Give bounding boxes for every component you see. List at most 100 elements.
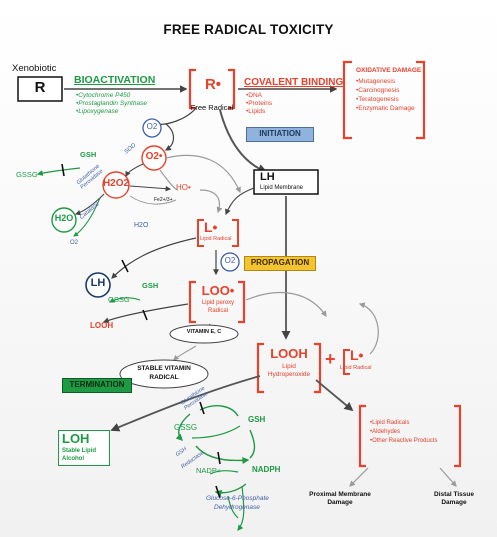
loh-box [58, 430, 110, 466]
lipid-radical-bracket-right [232, 219, 239, 247]
h2o-label: H2O [54, 213, 74, 223]
loo-to-looh-arrow [102, 303, 189, 324]
looh-to-products-arrow [315, 379, 354, 412]
product-item-0: •Lipid Radicals [370, 420, 410, 426]
fe-arrow [129, 195, 177, 205]
proximal-damage-2: Damage [327, 499, 353, 506]
loh-label-1: Stable Lipid [62, 448, 97, 454]
oxidative-item-1: •Carcinognesis [356, 87, 400, 94]
oxidative-item-3: •Enzymatic Damage [356, 105, 415, 112]
oxidative-bracket-right [416, 60, 426, 140]
lipid-radical-to-lh-arrow [111, 237, 197, 279]
proximal-damage-1: Proximal Membrane [309, 491, 371, 498]
cycle-nadp-label: NADP+ [196, 466, 222, 475]
lipid-radical2-label: Lipid Radical [340, 365, 372, 371]
superoxide-label: O2• [145, 151, 163, 162]
vitamin-label: VITAMIN E, C [186, 329, 222, 335]
products-to-distal-arrow [439, 467, 457, 487]
lipid-radical-feedback-arrow [358, 302, 379, 355]
ho-to-lipid-arrow [199, 189, 223, 214]
looh-bracket-left [256, 342, 264, 394]
loo-bracket-right [238, 280, 246, 324]
looh-bracket-right [314, 342, 322, 394]
radical-bracket-left [188, 68, 196, 110]
cycle-gssg-line [191, 425, 241, 439]
cycle-top-arc [199, 405, 239, 417]
free-radical-symbol: R• [204, 76, 222, 93]
product-item-1: •Aldehydes [370, 429, 401, 435]
h2o-small-label: H2O [134, 222, 149, 229]
stable-vitamin-line-2: RADICAL [149, 374, 179, 381]
h2o-circle [51, 207, 77, 233]
gsh-label: GSH [80, 150, 97, 159]
o2-label: O2 [146, 122, 158, 131]
loo-to-looh-main-arrow [245, 292, 327, 317]
products-bracket-left [358, 404, 366, 468]
plus-sign: + [325, 349, 336, 369]
oxidative-item-0: •Mutagenesis [356, 78, 396, 85]
initiation-label: INITIATION [259, 129, 301, 138]
ho-radical-label: HO• [176, 183, 191, 192]
fe-label: Fe2+/3+ [154, 197, 173, 203]
h2o2-to-ho-arrow [129, 185, 172, 192]
product-item-2: •Other Reactive Products [370, 438, 438, 444]
propagation-label: PROPAGATION [250, 258, 310, 267]
lipid-radical-bracket-left [197, 219, 204, 247]
cycle-gsh-to-gssg-arrow [175, 413, 191, 441]
cycle-nadph-label: NADPH [252, 465, 281, 474]
oxidative-item-2: •Teratogenesis [356, 96, 399, 103]
h2o2-to-h2o-arrow [74, 193, 105, 216]
loo-label-1: Lipid peroxy [201, 300, 235, 306]
looh-main-symbol: LOOH [270, 346, 308, 361]
bioactivation-title: BIOACTIVATION [74, 74, 156, 86]
vitamin-to-stable-arrow [173, 345, 197, 361]
cycle-g6pd-1: Glucose-6-Phosphate [206, 495, 269, 502]
lipid-membrane-label: Lipid Membrane [260, 185, 304, 191]
h2o2-label: H2O2 [102, 178, 130, 189]
products-to-proximal-arrow [349, 467, 369, 487]
termination-label: TERMINATION [69, 380, 125, 389]
lipid-membrane-symbol: LH [260, 171, 275, 183]
looh-main-label-2: Hydroperoxide [267, 371, 311, 378]
free-radical-label: Free Radical [190, 103, 234, 112]
loo-tick [142, 309, 148, 321]
vitamin-oval [169, 324, 239, 344]
o2-prop-circle [220, 252, 240, 272]
lh-cycle-symbol: LH [90, 277, 106, 289]
loh-label-2: Alcohol [62, 456, 84, 462]
stable-vitamin-oval [119, 359, 209, 389]
cycle-nadph-to-nadp-arrow [214, 483, 247, 497]
cycle-g6pd-2: Dehydrogenase [214, 504, 260, 511]
gsh-tick [61, 163, 65, 177]
gssg-label: GSSG [16, 170, 38, 179]
o2-prop-label: O2 [224, 256, 236, 265]
cycle-tick-top [199, 401, 205, 415]
cycle-right-arc [249, 429, 256, 459]
lh-cycle-gssg: GSSG [108, 295, 130, 304]
lipid-radical-label: Lipid Radical [200, 236, 232, 242]
termination-badge: TERMINATION [62, 378, 132, 393]
cycle-gssg-label: GSSG [174, 423, 198, 432]
superoxide-to-h2o2-arrow [125, 163, 144, 177]
cycle-tick-bottom [215, 485, 221, 499]
cycle-tick-mid [217, 451, 221, 465]
catalase-arrow [73, 197, 101, 237]
o2-small-label: O2 [70, 240, 79, 246]
oxidative-bracket-left [342, 60, 352, 140]
lipid-radical2-bracket-left [343, 349, 350, 375]
oxidative-damage-title: OXIDATIVE DAMAGE [356, 67, 422, 74]
loh-symbol: LOH [62, 431, 90, 446]
lh-cycle-gsh: GSH [142, 281, 159, 290]
cycle-gssg-to-gsh-arrow [195, 445, 250, 464]
looh-main-label-1: Lipid [282, 363, 296, 370]
bioactivation-item-0: •Cytochrome P450 [76, 92, 131, 99]
bioactivation-item-2: •Lipoxygenase [76, 108, 119, 115]
cycle-g6pd-line [227, 495, 239, 519]
distal-damage-2: Damage [441, 499, 467, 506]
lh-tick [121, 259, 129, 273]
xenobiotic-label: Xenobiotic [12, 63, 57, 74]
radical-to-lh-arrow [219, 109, 268, 174]
stable-vitamin-line-1: STABLE VITAMIN [137, 365, 191, 372]
gsh-to-gssg-arrow [36, 167, 81, 177]
